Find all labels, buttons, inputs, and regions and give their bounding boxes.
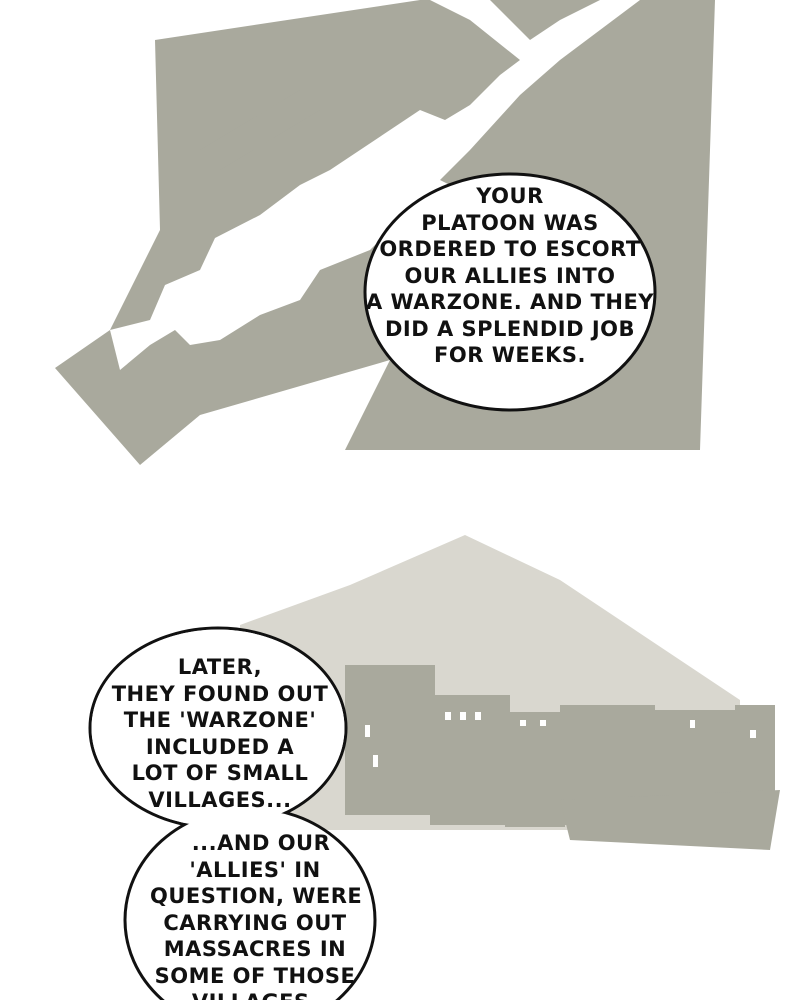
village-panel [240,535,780,850]
bubble-line: ...AND OUR [191,831,331,855]
bubble-line: YOUR [476,184,544,208]
bubble-line: OUR ALLIES INTO [404,263,616,288]
bubble-line: LATER, [177,655,263,679]
bubble-line: CARRYING OUT [163,910,347,935]
bubble-line: VILLAGES... [148,787,292,812]
bubble-line: SOME OF THOSE [154,963,356,988]
bubble-line: 'ALLIES' IN [189,857,321,882]
bubble-line: FOR WEEKS. [434,343,586,367]
bubble-line: DID A SPLENDID JOB [384,316,636,341]
bubble-text-lower: ...AND OUR 'ALLIES' IN QUESTION, WERE CA… [150,830,363,1000]
bubble-text-upper: LATER, THEY FOUND OUT THE 'WARZONE' INCL… [100,654,340,813]
bubble-line: THE 'WARZONE' [123,708,317,732]
buildings [345,665,780,850]
speech-bubbles [88,172,657,1000]
bubble-line: MASSACRES IN [163,937,347,961]
bubble-line: INCLUDED A [145,734,295,759]
bubble-text-top: YOUR PLATOON WAS ORDERED TO ESCORT OUR A… [365,183,655,369]
rifle-scope [200,90,320,170]
bubble-line: QUESTION, WERE [150,884,363,908]
bubble-line: A WARZONE. AND THEY [365,290,655,314]
bubble-line: VILLAGES. [150,989,360,1000]
bubble-line: THEY FOUND OUT [111,681,329,706]
bubble-line: ORDERED TO ESCORT [379,237,641,261]
bubble-line: LOT OF SMALL [131,761,309,785]
rifle-silhouette [110,0,640,370]
bubble-top-right [363,172,657,412]
bubble-line: PLATOON WAS [421,210,599,235]
